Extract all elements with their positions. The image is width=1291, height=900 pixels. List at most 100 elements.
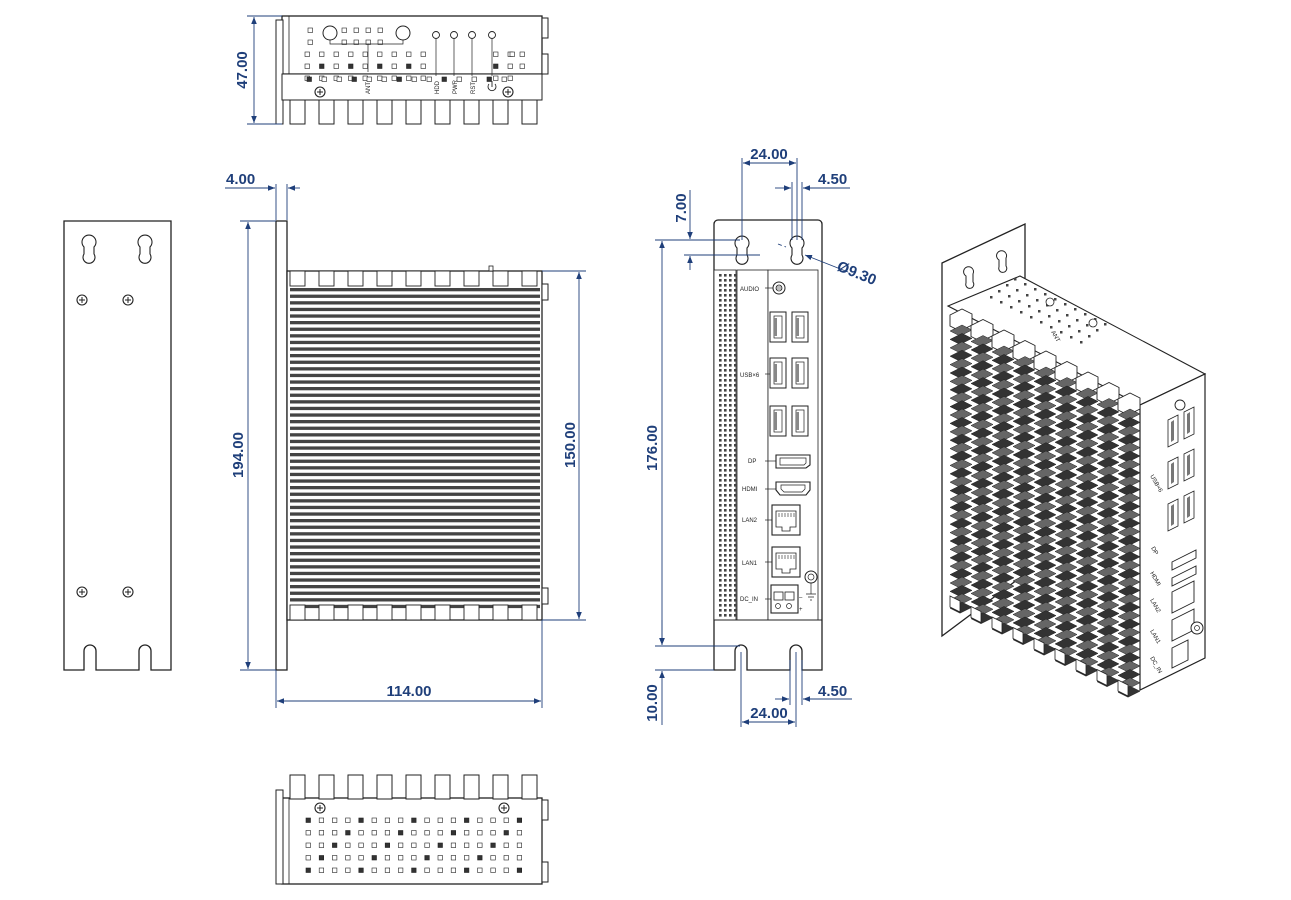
dim-overall-depth: 114.00 [386,683,431,700]
dim-hole-offset-bottom: 4.50 [818,683,847,700]
front-side-vent [719,274,737,617]
antenna-hole-right [395,25,411,41]
fin [376,774,393,800]
pwr-led [450,31,458,39]
iso-fin-bottom [1054,647,1066,666]
rst-button [468,31,476,39]
lan-ports [765,504,801,578]
dimension-lines [225,15,852,727]
iso-fin-bottom [1117,679,1129,697]
front-keyhole-right [789,235,805,265]
lan1-label: LAN1 [742,561,758,567]
isometric-view: ANT USB×6 DP HDMI LAN2 LAN1 DC_IN [941,222,1207,698]
fin [521,99,538,125]
fin [434,774,451,800]
iso-dp-label: DP [1149,546,1158,556]
fin [463,99,480,125]
rst-label: RST [471,82,477,94]
plate-screws [76,294,134,598]
dp-label: DP [748,459,756,465]
side-heatsink-fins [290,288,540,609]
dim-top-height: 47.00 [234,51,251,89]
top-view: ANT HDD PWR RST [275,15,549,125]
fin-tip [289,604,306,621]
fin [492,99,509,125]
bottom-vent-grid [305,817,523,873]
fin [347,99,364,125]
power-button [488,31,496,39]
fin-tip [492,604,509,621]
fin-tip [318,270,335,287]
fin-tip [463,270,480,287]
dim-slot-height: 176.00 [644,425,661,471]
dim-hole-vertical: 7.00 [673,193,690,222]
fin-tip [347,270,364,287]
keyhole-slot-right [137,234,153,264]
front-keyhole-left [734,235,750,265]
fin-tip [376,604,393,621]
fin [376,99,393,125]
fin [405,99,422,125]
iso-fin-bottom [949,595,961,613]
fin [405,774,422,800]
mounting-plate-view [63,220,172,671]
fin [289,99,306,125]
top-fins [289,99,538,125]
bottom-screws [314,802,510,814]
fin-tip [434,604,451,621]
svg-text:–: – [799,595,803,601]
front-io-view: – + AUDIO USB×6 DP HDMI LAN2 LAN1 DC_IN [713,219,823,671]
fin-tip [405,604,422,621]
dim-fin-height: 150.00 [562,422,579,468]
fin-tip [463,604,480,621]
side-fin-tips [289,270,538,621]
fin [318,99,335,125]
fin [492,774,509,800]
usb-label: USB×6 [740,373,760,379]
fin [347,774,364,800]
dim-slot-depth: 10.00 [644,684,661,722]
iso-ports [1167,406,1197,669]
iso-fin-bottom [1075,658,1087,676]
iso-lan-icon [1171,580,1195,614]
fin [289,774,306,800]
dc-in-label: DC_IN [740,597,758,603]
iso-fin-bottom [1012,626,1024,645]
fin-tip [521,270,538,287]
fin [463,774,480,800]
hdd-label: HDD [435,80,441,94]
fin-tip [376,270,393,287]
keyhole-slot-left [81,234,97,264]
iso-fin-bottom [970,605,982,624]
iso-dp-icon [1171,549,1197,571]
iso-hdmi-icon [1171,565,1197,587]
top-screws [314,86,514,98]
iso-fin-bottom [991,616,1003,634]
antenna-hole-left [322,25,338,41]
iso-dc-in-icon [1171,639,1189,669]
fin-tip [521,604,538,621]
usb-ports [765,311,809,437]
bottom-view [275,774,549,885]
top-vent-grid [304,27,525,82]
iso-heatsink-fins [949,308,1141,698]
dim-plate-thickness: 4.00 [226,171,255,188]
dimension-texts: 47.00 4.00 194.00 150.00 114.00 24.00 4.… [226,51,879,722]
lan2-label: LAN2 [742,518,758,524]
dim-hole-diameter: Ø9.30 [835,258,879,289]
fin-tip [405,270,422,287]
fin-tip [492,270,509,287]
fin-tip [347,604,364,621]
hdmi-label: HDMI [742,487,758,493]
fin-tip [318,604,335,621]
fin-tip [289,270,306,287]
fin [521,774,538,800]
dim-hole-offset-top: 4.50 [818,171,847,188]
fin-tip [434,270,451,287]
svg-text:+: + [799,607,803,613]
power-icon [487,81,497,92]
dim-hole-spacing-bottom: 24.00 [750,705,788,722]
dim-overall-height: 194.00 [230,432,247,478]
iso-fin-bottom [1033,637,1045,655]
